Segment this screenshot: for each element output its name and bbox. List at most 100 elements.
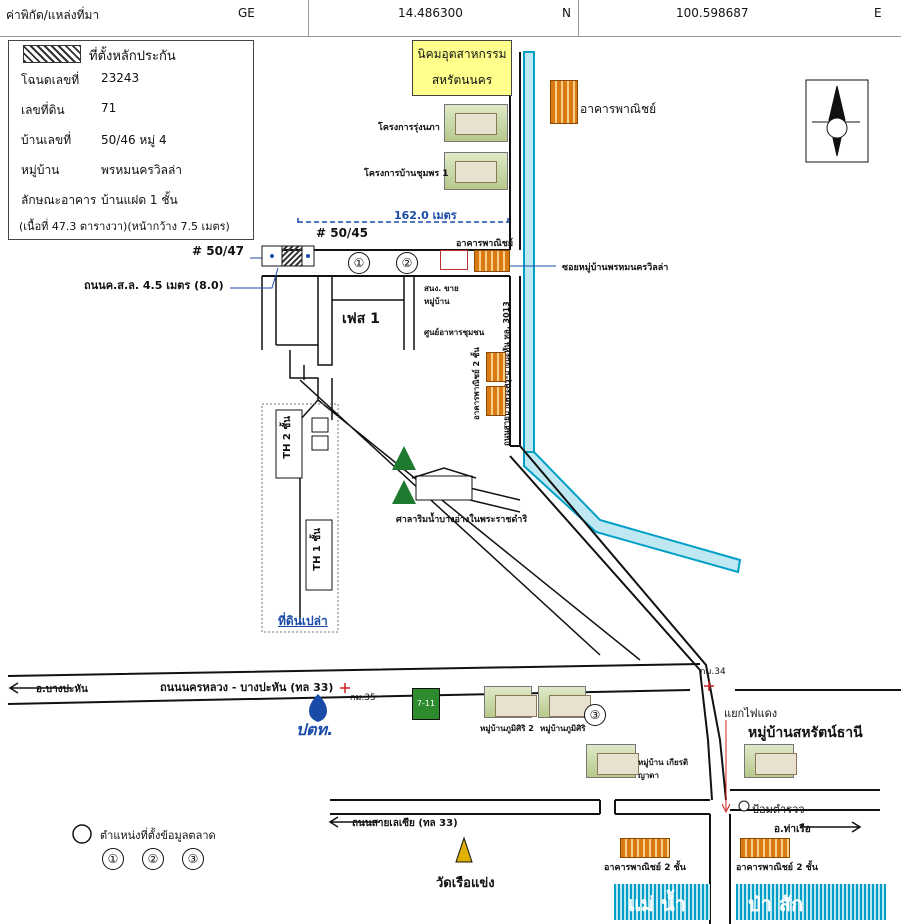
road-width-label: ถนนค.ส.ล. 4.5 เมตร (8.0) [84,279,224,292]
road-lower-verticals [599,800,731,924]
temple-roof [411,467,477,479]
road-lower [330,789,880,815]
legend-market-circle [72,824,92,844]
river-strip-2 [736,884,886,920]
info-label-village: หมู่บ้าน [21,163,60,177]
project-1-house-icon [444,104,508,142]
empty-land-label: ที่ดินเปล่า [278,614,328,628]
info-value-building-type: บ้านแฝด 1 ชั้น [101,193,178,207]
bang-pahan-label: อ.บางปะหัน [36,684,88,695]
river-label-1: แม่ น้ำ [628,892,686,916]
river-label-2: ป่า สัก [748,892,804,916]
km35-marker [340,683,350,693]
police-icon [738,800,750,812]
townhouse-area [261,403,339,633]
collateral-hatch-swatch [23,45,81,63]
location-label: ค่าพิกัด/แหล่งที่มา [6,8,100,22]
market-marker-1: ① [348,252,370,274]
highway-3013 [509,52,521,446]
industrial-estate-line-2: สหรัตนนคร [431,73,493,87]
info-label-house-no: บ้านเลขที่ [21,133,72,147]
distance-dimension [297,218,509,226]
legend-market-label: ตำแหน่งที่ตั้งข้อมูลตลาด [100,829,216,842]
sahatthani-house-icon [744,744,797,778]
commercial-2f-icon-1 [486,352,506,382]
phase-road [276,299,641,661]
commercial-2f-a-label: อาคารพาณิชย์ 2 ชั้น [604,863,686,873]
info-label-land-no: เลขที่ดิน [21,103,65,117]
market-marker-3: ③ [584,704,606,726]
red-leader [721,720,731,814]
project-2-house-icon [444,152,508,190]
km34-label: กม.34 [700,667,726,677]
village-pn2-label: หมู่บ้านภูมิศิริ 2 [480,724,534,733]
arrow-road-lower [328,816,380,828]
plot-dot-2 [306,254,310,258]
village-pn-icon [538,686,591,718]
arrow-tha-ruea [800,821,862,833]
plot-dot-1 [270,254,274,258]
village-kr-label: หมู่บ้าน เกียรติญาดา [638,758,689,780]
distance-label: 162.0 เมตร [394,209,457,222]
info-label-deed: โฉนดเลขที่ [21,73,80,87]
legend-marker-2: ② [142,848,164,870]
commercial-2f-b-icon [740,838,790,858]
tha-ruea-label: อ.ท่าเรือ [774,824,811,835]
village-kr-house-icon [586,744,639,778]
soi-branches [261,276,415,350]
highway-3013-south [509,445,727,801]
th2-block [275,409,303,479]
tree-icon-1 [392,446,416,470]
info-value-deed: 23243 [101,71,140,85]
arrow-bang-pahan [8,682,70,694]
health-center-label: ศูนย์อาหารชุมชน [424,328,485,337]
info-value-house-no: 50/46 หมู่ 4 [101,133,167,147]
soi-village-label: ซอยหมู่บ้านพรหมนครวิลล่า [562,263,669,273]
temple-pavilion-label: ศาลาริมน้ำบางอ่างในพระราชดำริ [396,515,528,525]
coordinate-system: GE [238,6,255,20]
th1-label: TH 1 ชั้น [312,528,323,571]
industrial-estate-box: นิคมอุตสาหกรรม สหรัตนนคร [412,40,512,96]
commercial-2f-a-icon [620,838,670,858]
junction-label: แยกไฟแดง [724,707,778,720]
wat-icon [455,836,473,863]
canal-diagonal [523,451,742,574]
info-label-building-type: ลักษณะอาคาร [21,193,97,207]
village-pn-label: หมู่บ้านภูมิศิริ [540,724,586,733]
road-33-label: ถนนนครหลวง - บางปะหัน (ทล 33) [160,681,334,694]
phase-label: เฟส 1 [342,311,380,327]
project-2-label: โครงการบ้านชุมพร 1 [364,169,449,179]
river-strip-1 [614,884,710,920]
th1-block [305,519,333,591]
seven-eleven-icon: 7-11 [412,688,440,720]
market-marker-2: ② [396,252,418,274]
commercial-building-icon [550,80,578,124]
km35-label: กม.35 [350,693,376,703]
road-to-temple [469,487,521,513]
house-50-47-label: # 50/47 [192,244,245,258]
commercial-2f-label: อาคารพาณิชย์ 2 ชั้น [472,347,481,420]
commercial-2f-b-label: อาคารพาณิชย์ 2 ชั้น [736,863,818,873]
canal-upper [523,51,535,453]
coordinate-header: ค่าพิกัด/แหล่งที่มา GE 14.486300 N 100.5… [0,0,901,37]
industrial-estate-line-1: นิคมอุตสาหกรรม [417,47,507,61]
th-small-1 [311,417,329,433]
road-33 [7,663,901,705]
legend-marker-3: ③ [182,848,204,870]
tree-icon-2 [392,480,416,504]
longitude-value: 100.598687 [676,6,749,20]
longitude-direction: E [874,6,882,20]
commercial-2f-icon-2 [486,386,506,416]
police-label: ป้อมตำรวจ [752,803,805,816]
th2-label: TH 2 ชั้น [282,416,293,459]
road-lower-label: ถนนสายเลเซีย (ทล 33) [352,818,458,829]
commercial-small-icon [474,250,510,272]
village-pn2-icon [484,686,537,718]
info-value-land-no: 71 [101,101,117,115]
info-area-note: (เนื้อที่ 47.3 ตารางวา)(หน้ากว้าง 7.5 เม… [19,220,230,233]
ptt-label: ปตท. [296,720,334,739]
house-50-45-label: # 50/45 [316,226,369,240]
legend-collateral-label: ที่ตั้งหลักประกัน [89,49,176,64]
latitude-value: 14.486300 [398,6,463,20]
